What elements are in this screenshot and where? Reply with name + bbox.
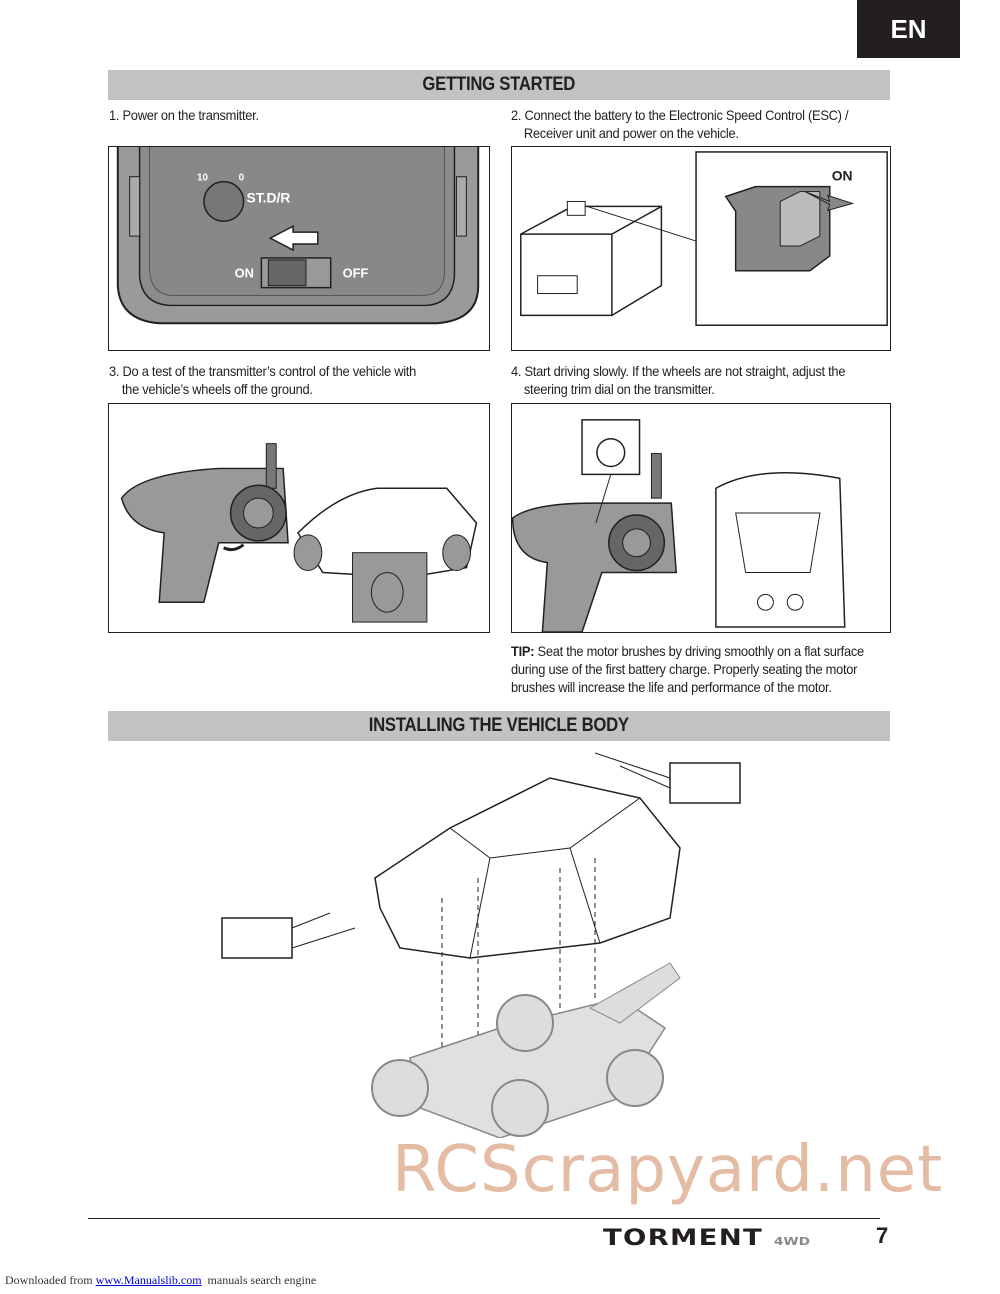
step-text: 2. Connect the battery to the Electronic… — [511, 107, 849, 123]
figure-transmitter-power: 10 0 ST.D/R ON OFF — [108, 146, 490, 351]
figure-steering-trim — [511, 403, 891, 633]
footer-divider — [88, 1218, 880, 1219]
section-title: GETTING STARTED — [422, 74, 576, 95]
page-number: 7 — [876, 1223, 889, 1248]
body-clip-callout-right — [669, 762, 741, 804]
download-suffix: manuals search engine — [201, 1273, 317, 1287]
figure-body-installation — [220, 748, 745, 1138]
dial-max-label: 10 — [197, 173, 209, 184]
arrow-right-icon — [804, 191, 855, 212]
st-dr-dial — [203, 180, 245, 223]
step-4: 4. Start driving slowly. If the wheels a… — [511, 362, 897, 398]
vehicle — [297, 487, 478, 579]
section-header-getting-started: GETTING STARTED — [108, 70, 890, 100]
figure-control-test — [108, 403, 490, 633]
step-1: 1. Power on the transmitter. — [109, 106, 477, 124]
step-text-cont: steering trim dial on the transmitter. — [523, 381, 715, 397]
tip-label: TIP: — [511, 643, 535, 659]
on-label: ON — [235, 266, 254, 281]
off-label: OFF — [343, 266, 369, 281]
figure-esc-power: ON — [511, 146, 891, 351]
logo-sub: 4WD — [773, 1235, 810, 1248]
dial-min-label: 0 — [239, 173, 245, 184]
download-notice: Downloaded from www.Manualslib.com manua… — [5, 1273, 316, 1288]
trim-dial-icon — [596, 437, 626, 468]
tip-text: TIP: Seat the motor brushes by driving s… — [511, 642, 888, 696]
step-text: 1. Power on the transmitter. — [109, 107, 259, 123]
logo-text: TORMENT — [603, 1226, 763, 1251]
alignment-guides — [441, 858, 596, 1088]
step-3: 3. Do a test of the transmitter’s contro… — [109, 362, 477, 398]
section-header-installing-body: INSTALLING THE VEHICLE BODY — [108, 711, 890, 741]
step-2: 2. Connect the battery to the Electronic… — [511, 106, 897, 142]
manualslib-link[interactable]: www.Manualslib.com — [95, 1273, 202, 1287]
arrow-left-icon — [268, 224, 319, 252]
step-text: 3. Do a test of the transmitter’s contro… — [109, 363, 416, 379]
step-text-cont: Receiver unit and power on the vehicle. — [523, 125, 739, 141]
step-text: 4. Start driving slowly. If the wheels a… — [511, 363, 846, 379]
watermark: RCScrapyard.net — [392, 1133, 944, 1207]
section-title: INSTALLING THE VEHICLE BODY — [368, 715, 630, 736]
step-text-cont: the vehicle’s wheels off the ground. — [121, 381, 313, 397]
torment-logo: TORMENT 4WD — [603, 1226, 810, 1255]
on-label: ON — [832, 168, 853, 184]
language-tab: EN — [857, 0, 960, 58]
tip-body: Seat the motor brushes by driving smooth… — [511, 643, 864, 695]
body-clip-callout-left — [221, 917, 293, 959]
vehicle — [715, 472, 846, 628]
download-prefix: Downloaded from — [5, 1273, 96, 1287]
vehicle-body — [374, 777, 681, 959]
dial-label: ST.D/R — [247, 189, 291, 205]
